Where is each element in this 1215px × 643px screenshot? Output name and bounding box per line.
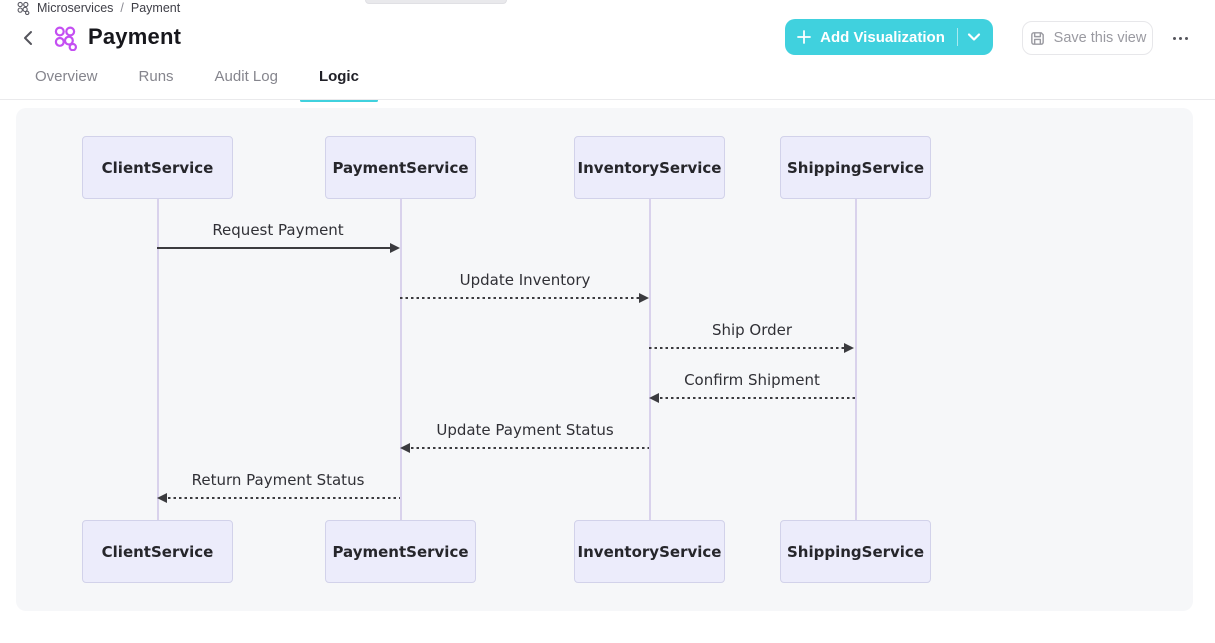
tabs-divider [0,99,1215,100]
arrowhead-left-icon [400,443,410,453]
actor-box-bottom: PaymentService [325,520,476,583]
breadcrumb-item-microservices[interactable]: Microservices [37,1,114,15]
breadcrumb-separator: / [120,1,124,15]
ellipsis-icon [1172,36,1188,40]
workspace-icon [16,1,30,15]
message-label: Confirm Shipment [684,371,820,389]
message-label: Ship Order [711,321,793,339]
lifeline-shippingservice [854,199,857,520]
payment-workflow-icon [52,25,78,51]
message-label: Update Payment Status [436,421,614,439]
save-icon [1029,30,1046,47]
actor-box-bottom: ClientService [82,520,233,583]
tab-bar: Overview Runs Audit Log Logic [16,60,381,102]
lifeline-clientservice [156,199,159,520]
chevron-down-icon[interactable] [967,32,981,42]
actor-box-top: ClientService [82,136,233,199]
chevron-left-icon [22,30,34,46]
message-line-dashed [411,447,649,449]
back-button[interactable] [18,28,38,48]
tab-overview[interactable]: Overview [35,68,98,85]
tab-runs[interactable]: Runs [138,68,174,85]
arrowhead-right-icon [844,343,854,353]
breadcrumb-item-payment[interactable]: Payment [130,1,181,15]
message-line-dashed [400,297,639,299]
message-line-solid [157,247,390,249]
actor-box-top: PaymentService [325,136,476,199]
plus-icon [797,30,812,44]
actor-box-bottom: InventoryService [574,520,725,583]
lifeline-inventoryservice [648,199,651,520]
arrowhead-right-icon [390,243,400,253]
message-line-dashed [168,497,400,499]
actor-box-top: ShippingService [780,136,931,199]
message-label: Request Payment [212,221,344,239]
page-title: Payment [88,24,182,49]
message-label: Update Inventory [459,271,591,289]
actor-box-top: InventoryService [574,136,725,199]
breadcrumb: Microservices / Payment [16,1,180,15]
arrowhead-left-icon [157,493,167,503]
button-divider [956,28,958,46]
message-label: Return Payment Status [191,471,365,489]
lifeline-paymentservice [399,199,402,520]
more-options-button[interactable] [1164,28,1196,48]
add-visualization-label: Add Visualization [820,28,945,46]
actor-box-bottom: ShippingService [780,520,931,583]
save-this-view-label: Save this view [1053,30,1147,46]
save-this-view-button[interactable]: Save this view [1022,21,1153,55]
message-line-dashed [660,397,855,399]
arrowhead-left-icon [649,393,659,403]
message-line-dashed [649,347,844,349]
sequence-diagram-canvas[interactable]: ClientService PaymentService InventorySe… [16,108,1193,611]
tab-audit-log[interactable]: Audit Log [214,68,278,85]
cutoff-popover-remnant [365,0,507,4]
arrowhead-right-icon [639,293,649,303]
add-visualization-button[interactable]: Add Visualization [785,19,993,55]
tab-logic[interactable]: Logic [299,60,378,102]
